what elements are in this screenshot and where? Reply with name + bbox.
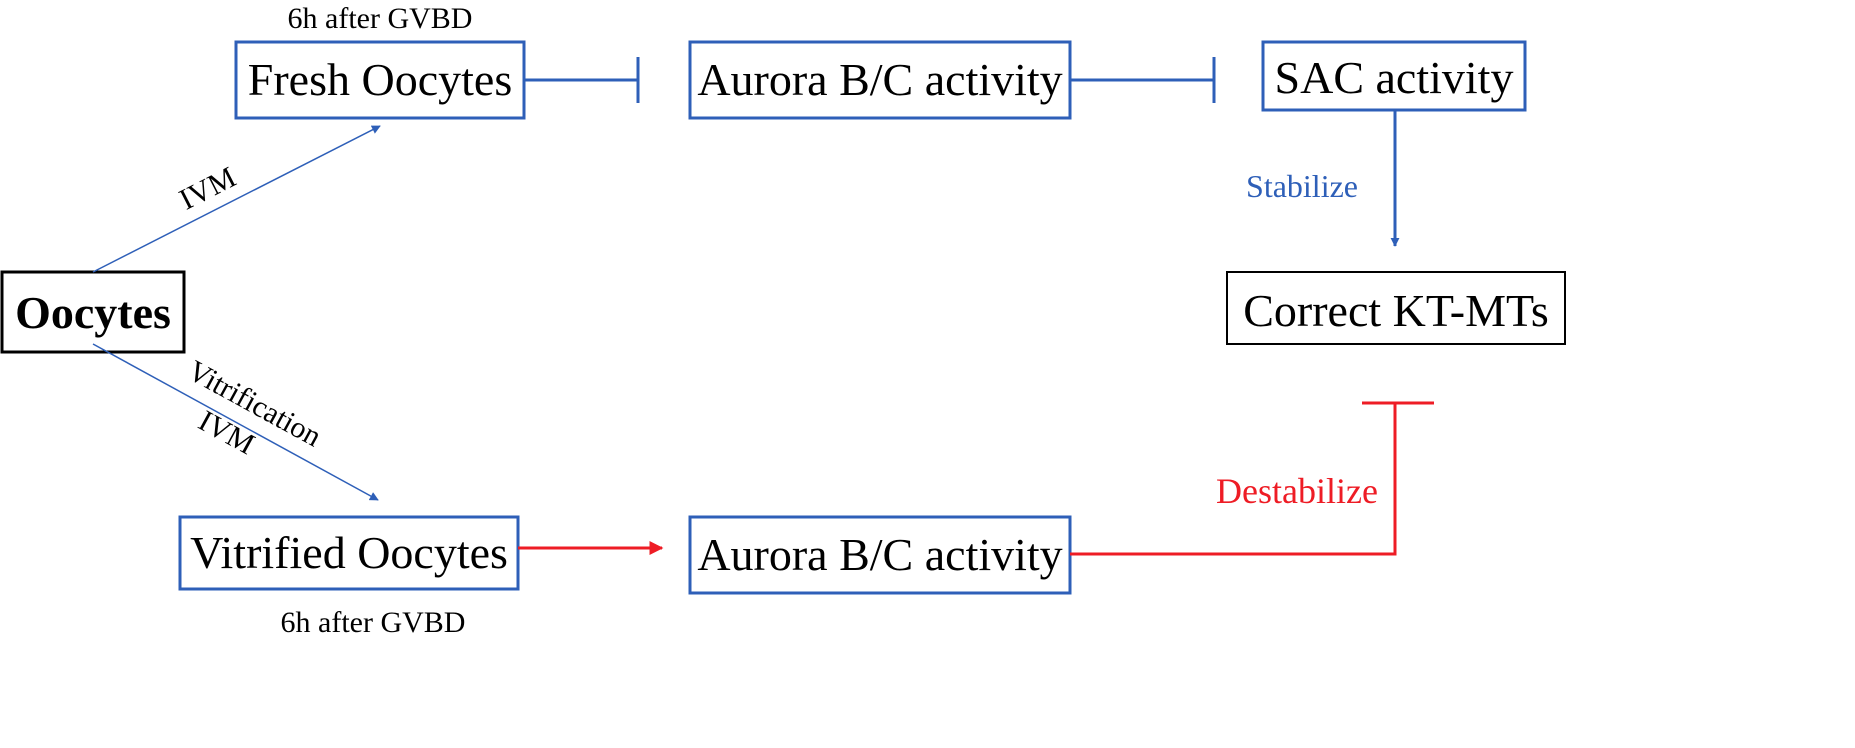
node-aurora-top: Aurora B/C activity: [688, 40, 1072, 120]
node-vitrified-oocytes: Vitrified Oocytes: [178, 515, 520, 591]
node-correct-ktmts: Correct KT-MTs: [1226, 271, 1566, 345]
arrow-oocytes-to-fresh: [92, 125, 381, 273]
node-aurora-bottom: Aurora B/C activity: [688, 515, 1072, 595]
node-fresh-oocytes: Fresh Oocytes: [234, 40, 526, 120]
node-sac-activity-label: SAC activity: [1275, 52, 1514, 103]
node-vitrified-oocytes-label: Vitrified Oocytes: [190, 527, 508, 578]
node-correct-ktmts-label: Correct KT-MTs: [1243, 285, 1549, 336]
inhibition-fresh-to-aurora: [524, 57, 640, 103]
inhibition-aurora-to-correct: [1070, 401, 1434, 556]
fresh-time-caption: 6h after GVBD: [288, 2, 473, 35]
arrow-oocytes-to-vitrified: [92, 343, 379, 501]
vitrified-time-caption: 6h after GVBD: [281, 606, 466, 639]
inhibition-aurora-to-sac: [1070, 57, 1216, 103]
node-oocytes-label: Oocytes: [15, 287, 171, 338]
node-sac-activity: SAC activity: [1261, 40, 1527, 112]
node-aurora-bottom-label: Aurora B/C activity: [697, 529, 1062, 580]
node-oocytes: Oocytes: [0, 270, 186, 354]
node-fresh-oocytes-label: Fresh Oocytes: [248, 54, 512, 105]
edge-label-destabilize: Destabilize: [1216, 471, 1378, 511]
edge-label-stabilize: Stabilize: [1246, 168, 1358, 204]
edge-label-ivm-top: IVM: [174, 161, 241, 217]
node-aurora-top-label: Aurora B/C activity: [697, 54, 1062, 105]
